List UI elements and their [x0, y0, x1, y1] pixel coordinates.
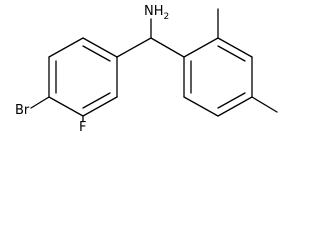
ring-double-bond: [217, 45, 246, 62]
amine-subscript: 2: [164, 12, 170, 22]
fluorine-label: F: [79, 120, 86, 135]
ring-bond: [183, 96, 219, 117]
ring-double-bond: [217, 92, 246, 109]
ring-bond: [217, 96, 253, 117]
ring-double-bond: [82, 45, 111, 62]
ring-bond: [82, 37, 118, 58]
fluorophenyl-ring: [48, 37, 118, 117]
ring-bond: [48, 96, 84, 117]
bromine-bond: [30, 96, 50, 109]
amine-symbol: NH: [144, 4, 164, 19]
ring-bond: [217, 37, 253, 58]
amine-label: NH2: [144, 4, 169, 22]
ring-bond: [48, 37, 84, 58]
bromine-label: Br: [15, 103, 30, 118]
ring-bond: [183, 37, 219, 58]
central-bond-right: [150, 37, 185, 58]
dimethylphenyl-ring: [183, 37, 253, 117]
structural-formula: NH2 Br F: [15, 4, 278, 135]
central-bond-left: [116, 37, 152, 58]
ring-double-bond: [82, 92, 111, 109]
methyl-bond-para: [251, 96, 278, 113]
ring-bond: [82, 96, 118, 117]
